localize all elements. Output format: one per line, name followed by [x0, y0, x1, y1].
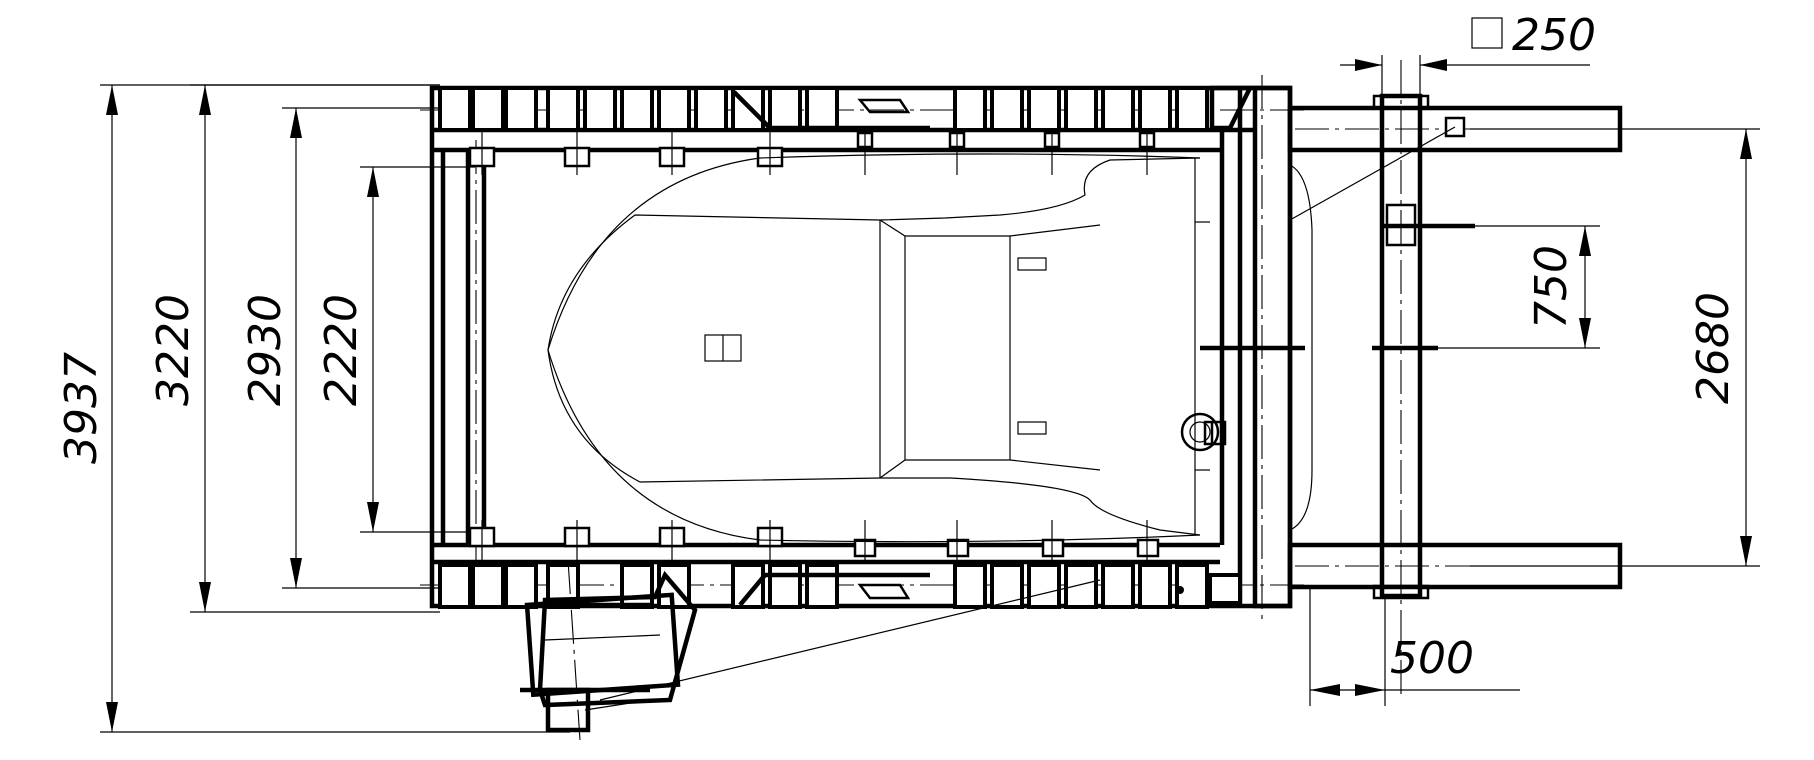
- hull-outline: [547, 153, 1210, 543]
- square-section-icon: [1471, 17, 1503, 49]
- top-bolts: [468, 130, 1156, 175]
- winch-icon: [1180, 412, 1227, 452]
- dimension-2680: 2680: [1688, 292, 1739, 404]
- dimension-2220: 2220: [316, 294, 367, 406]
- dimension-750: 750: [1526, 245, 1577, 329]
- left-dimensions: 3937 3220 2930 2220: [56, 84, 570, 733]
- chute-assembly: [520, 559, 1101, 741]
- dimension-2930: 2930: [240, 294, 291, 406]
- right-dimensions: 2680 750 500 250: [1309, 10, 1760, 706]
- dimension-500: 500: [1390, 633, 1474, 684]
- dimension-250: 250: [1512, 10, 1596, 61]
- bottom-block-chain: [438, 563, 1242, 609]
- dimension-3220: 3220: [148, 294, 199, 406]
- dimension-3937: 3937: [56, 352, 107, 464]
- top-block-chain: [438, 85, 1254, 132]
